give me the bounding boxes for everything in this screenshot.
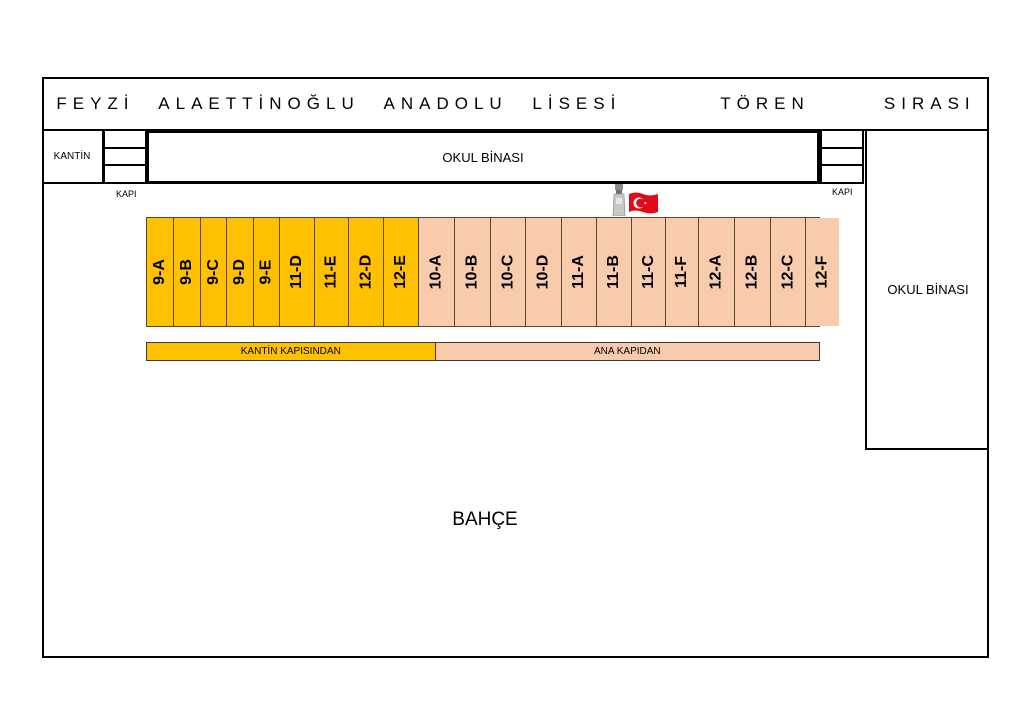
stairs-right [820, 130, 864, 184]
title-highlight: TÖREN [720, 94, 810, 113]
class-label: 10-B [463, 254, 481, 290]
turkish-flag-icon [628, 191, 659, 215]
class-label: 10-D [534, 254, 552, 290]
class-cell: 11-A [561, 218, 597, 326]
class-cell: 9-C [200, 218, 228, 326]
class-cell: 11-D [280, 218, 315, 326]
class-label: 11-F [673, 255, 691, 289]
class-label: 9-C [204, 259, 222, 285]
entrance-ana: ANA KAPIDAN [434, 343, 819, 360]
frame-top [42, 77, 989, 79]
class-label: 9-D [231, 259, 249, 285]
class-label: 11-E [322, 255, 340, 289]
class-label: 12-F [813, 255, 831, 289]
class-cell: 11-F [666, 218, 700, 326]
frame-right [987, 77, 989, 657]
class-label: 12-C [779, 254, 797, 290]
kantin-box: KANTİN [42, 130, 104, 184]
class-label: 12-A [707, 254, 725, 290]
class-label: 12-B [743, 254, 761, 290]
class-cell: 12-B [735, 218, 771, 326]
class-cell: 12-F [806, 218, 840, 326]
class-cell: 11-C [631, 218, 667, 326]
class-lineup: 9-A 9-B 9-C 9-D 9-E 11-D 11-E 12-D 12-E 10-A 10-B 1… [146, 217, 840, 327]
page-title: FEYZİ ALAETTİNOĞLU ANADOLU LİSESİ TÖREN … [44, 78, 988, 130]
garden-label: BAHÇE [452, 509, 518, 530]
frame-bottom [42, 656, 989, 658]
class-label: 11-A [569, 255, 587, 289]
class-cell: 11-E [314, 218, 349, 326]
school-building-right-label: OKUL BİNASI [887, 281, 969, 297]
class-label: 11-B [604, 255, 622, 289]
title-suffix: SIRASI [883, 94, 976, 113]
ataturk-bust-icon [612, 184, 626, 217]
door-left-label: KAPI [116, 189, 137, 199]
class-label: 10-A [427, 254, 445, 290]
school-building-right: OKUL BİNASI [865, 130, 989, 450]
title-prefix: FEYZİ ALAETTİNOĞLU ANADOLU LİSESİ [56, 94, 622, 113]
class-cell: 10-B [454, 218, 491, 326]
school-building-top: OKUL BİNASI [146, 130, 820, 184]
stairs-left [103, 130, 147, 184]
class-cell: 10-D [526, 218, 562, 326]
class-cell: 10-C [490, 218, 527, 326]
class-cell: 9-A [147, 218, 174, 326]
class-label: 9-A [150, 259, 168, 285]
class-label: 9-E [257, 259, 275, 285]
class-cell: 12-A [699, 218, 736, 326]
class-label: 12-D [357, 254, 375, 290]
class-cell: 9-D [227, 218, 255, 326]
class-cell: 9-E [254, 218, 281, 326]
class-cell: 10-A [419, 218, 455, 326]
class-label: 11-D [287, 255, 305, 289]
class-cell: 11-B [596, 218, 632, 326]
class-cell: 12-E [384, 218, 420, 326]
kantin-label: KANTİN [53, 150, 91, 162]
class-cell: 12-D [348, 218, 385, 326]
class-label: 12-E [392, 255, 410, 289]
class-label: 11-C [639, 255, 657, 289]
class-label: 10-C [498, 254, 516, 290]
frame-left [42, 77, 44, 657]
school-building-top-label: OKUL BİNASI [442, 149, 524, 165]
class-cell: 9-B [173, 218, 201, 326]
door-right-label: KAPI [832, 187, 853, 197]
class-cell: 12-C [770, 218, 807, 326]
entrance-kantin: KANTİN KAPISINDAN [147, 343, 435, 360]
class-label: 9-B [177, 259, 195, 285]
